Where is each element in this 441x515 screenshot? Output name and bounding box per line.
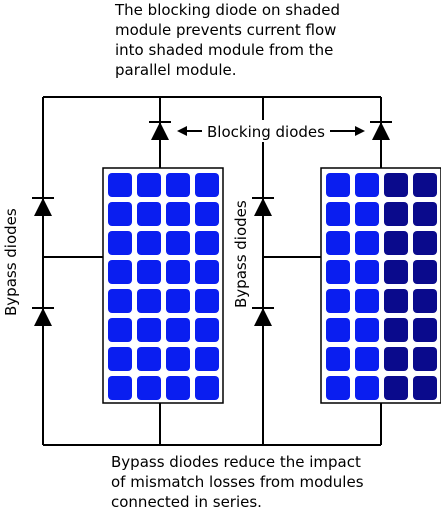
solar-cell [137,318,161,342]
solar-cell [355,202,379,226]
shaded-solar-cell [384,347,408,371]
solar-cell [195,318,219,342]
shaded-solar-cell [384,260,408,284]
shaded-module [320,167,441,404]
arrow-left-icon [177,126,187,136]
unshaded-module [102,167,224,404]
solar-cell [166,231,190,255]
bottom-caption: Bypass diodes reduce the impact of misma… [111,452,441,512]
shaded-solar-cell [413,347,437,371]
solar-cell [108,260,132,284]
solar-cell [137,173,161,197]
shaded-solar-cell [384,289,408,313]
blocking-diode-left [149,121,171,140]
solar-cell [137,260,161,284]
solar-cell [108,289,132,313]
solar-cell [166,318,190,342]
solar-cell [166,376,190,400]
solar-cell [355,173,379,197]
solar-cell [108,318,132,342]
solar-cell [166,260,190,284]
solar-cell [137,289,161,313]
solar-cell [326,318,350,342]
shaded-solar-cell [413,173,437,197]
top-caption-line: parallel module. [115,61,237,79]
solar-cell [108,376,132,400]
shaded-solar-cell [413,376,437,400]
bypass-diodes-label-right: Bypass diodes [232,200,250,308]
bypass-diode-left-lower [32,307,54,326]
bottom-caption-line: Bypass diodes reduce the impact [111,453,361,471]
arrows [177,126,365,136]
shaded-solar-cell [413,260,437,284]
solar-cell [108,347,132,371]
shaded-solar-cell [384,376,408,400]
top-caption-line: The blocking diode on shaded [115,1,341,19]
solar-cell [137,376,161,400]
solar-cell [166,173,190,197]
shaded-solar-cell [413,289,437,313]
shaded-solar-cell [384,318,408,342]
top-caption: The blocking diode on shaded module prev… [115,0,441,80]
solar-cell [195,260,219,284]
solar-cell [355,347,379,371]
solar-cell [108,202,132,226]
solar-cell [108,231,132,255]
solar-cell [166,202,190,226]
solar-cell [355,318,379,342]
solar-cell [195,231,219,255]
label-backdrop [205,120,329,142]
solar-cell [137,202,161,226]
solar-cell [355,289,379,313]
solar-cell [355,231,379,255]
solar-cell [326,376,350,400]
shaded-solar-cell [413,318,437,342]
solar-cell [137,347,161,371]
arrow-right-icon [355,126,365,136]
solar-cell [108,173,132,197]
solar-cell [326,289,350,313]
solar-cell [326,173,350,197]
bypass-diodes-label-left: Bypass diodes [2,208,20,316]
solar-cell [355,376,379,400]
solar-cell [326,260,350,284]
shaded-solar-cell [384,231,408,255]
solar-cell [137,231,161,255]
shaded-solar-cell [384,173,408,197]
solar-cell [355,260,379,284]
bottom-caption-line: connected in series. [111,493,262,511]
bottom-caption-line: of mismatch losses from modules [111,473,364,491]
solar-cell [326,202,350,226]
blocking-diode-right [370,121,392,140]
bypass-diode-left-upper [32,197,54,216]
bypass-diode-right-upper [252,197,274,216]
solar-cell [166,289,190,313]
shaded-solar-cell [413,231,437,255]
shaded-solar-cell [413,202,437,226]
solar-cell [195,347,219,371]
shaded-solar-cell [384,202,408,226]
solar-cell [166,347,190,371]
solar-cell [195,173,219,197]
solar-cell [195,202,219,226]
top-caption-line: into shaded module from the [115,41,334,59]
solar-cell [195,289,219,313]
top-caption-line: module prevents current flow [115,21,337,39]
blocking-diodes-label: Blocking diodes [207,123,325,141]
diodes [32,121,392,326]
bypass-diode-right-lower [252,307,274,326]
solar-cell [326,231,350,255]
solar-cell [326,347,350,371]
solar-cell [195,376,219,400]
